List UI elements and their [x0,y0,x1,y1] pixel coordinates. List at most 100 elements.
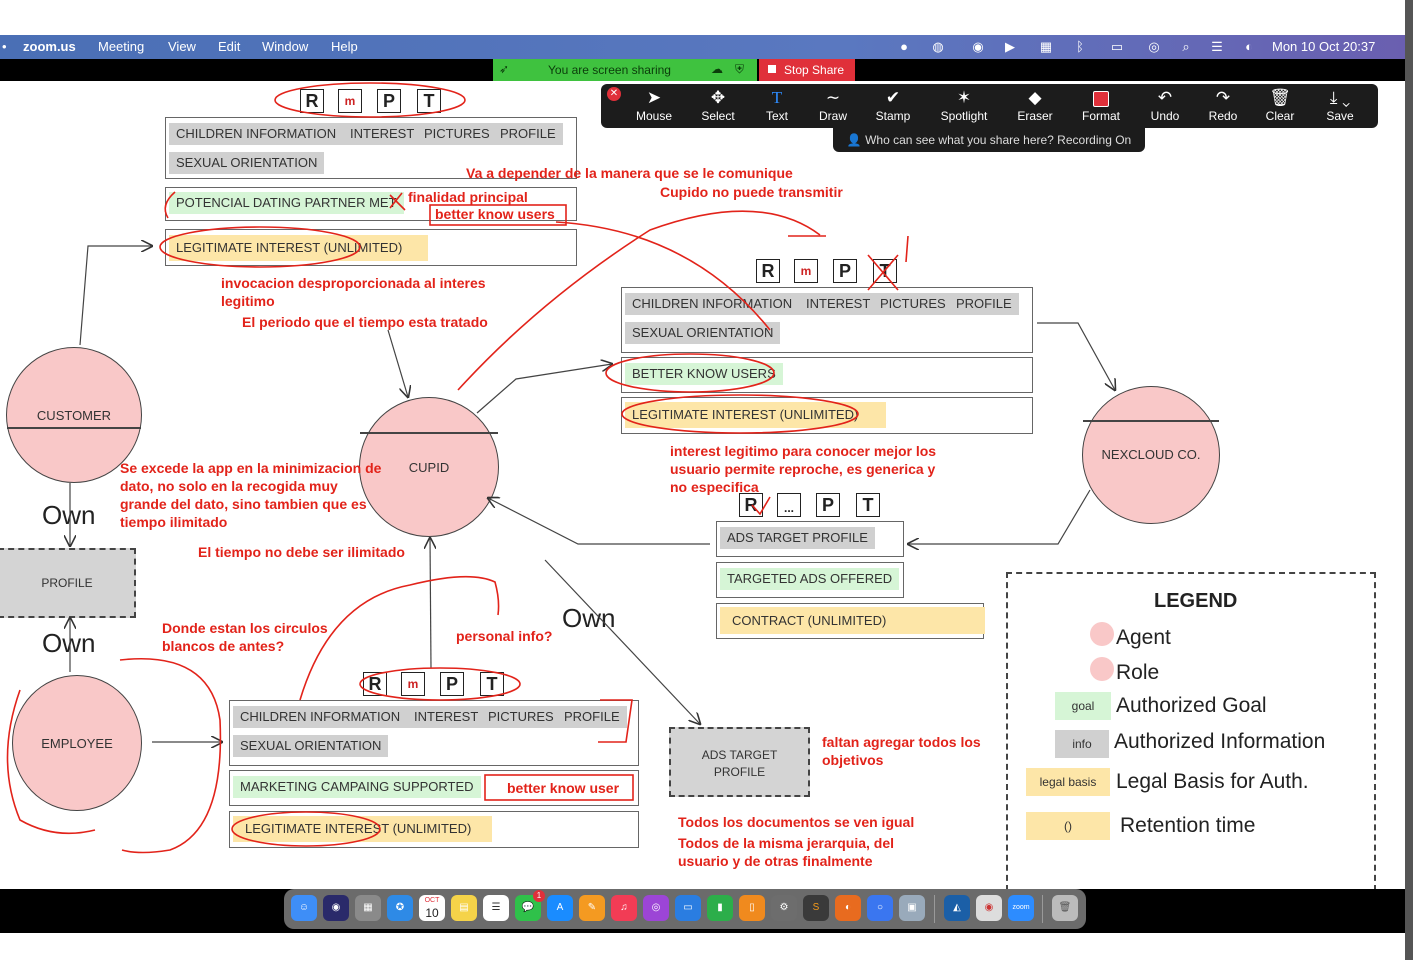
control-center-icon[interactable]: ☰ [1211,39,1223,54]
chrome-icon[interactable]: ◉ [976,895,1002,921]
music-icon[interactable]: ♫ [611,895,637,921]
search-icon[interactable]: ⌕ [1182,39,1190,54]
preview-icon[interactable]: ▣ [899,895,925,921]
safari-icon[interactable]: ✪ [387,895,413,921]
dock-divider [934,895,935,923]
r-icon: R [756,259,780,283]
apple-menu-fragment[interactable]: • [2,39,7,54]
draw-icon: ∼ [825,88,841,107]
clock[interactable]: Mon 10 Oct 20:37 [1272,39,1376,54]
share-leaf-icon: ➶ [499,62,510,76]
recording-notice[interactable]: 👤 Who can see what you share here? Recor… [833,128,1145,152]
goal-chip: POTENCIAL DATING PARTNER MET [169,192,404,214]
settings-icon[interactable]: ⚙ [771,895,797,921]
firefox-icon[interactable]: ◐ [835,895,861,921]
bluetooth-icon[interactable]: ᛒ [1076,39,1084,54]
books-icon[interactable]: ▯ [739,895,765,921]
sublime-icon[interactable]: S [803,895,829,921]
info-chip: ADS TARGET PROFILE [720,527,875,549]
info-chip: CHILDREN INFORMATION [169,123,344,145]
tool-redo[interactable]: ↷Redo [1194,84,1252,128]
ads-goal-box: TARGETED ADS OFFERED [716,562,904,598]
pages-icon[interactable]: ✎ [579,895,605,921]
annotation-text: grande del dato, sino tambien que es [120,496,367,512]
annotation-text: interest legitimo para conocer mejor los [670,443,937,459]
siri-icon[interactable]: ◉ [323,895,349,921]
user-lock-icon: 👤 [846,133,862,147]
annotation-text: El tiempo no debe ser ilimitado [198,544,405,560]
user-icon[interactable]: ◎ [1148,39,1160,54]
tool-mouse[interactable]: ➤Mouse [625,84,683,128]
menu-meeting[interactable]: Meeting [98,39,145,54]
tool-eraser[interactable]: ◆Eraser [1006,84,1064,128]
window-edge [1405,0,1413,960]
reminders-icon[interactable]: ☰ [483,895,509,921]
legend-basis: Legal Basis for Auth. [1116,770,1309,793]
launchpad-icon[interactable]: ▦ [355,895,381,921]
podcasts-icon[interactable]: ◎ [643,895,669,921]
creative-cloud-icon[interactable]: ◍ [932,39,944,54]
browser-status-icon[interactable]: ◉ [972,39,984,54]
numbers-icon[interactable]: ▮ [707,895,733,921]
tool-clear[interactable]: 🗑Clear [1251,84,1309,128]
legal-basis-chip: LEGITIMATE INTEREST (UNLIMITED) [625,402,886,428]
menu-help[interactable]: Help [331,39,358,54]
flag-icon[interactable]: ▦ [1039,39,1053,54]
right-goal-box: BETTER KNOW USERS [621,357,1033,393]
siri-icon[interactable]: ◐ [1245,39,1253,54]
app-menu-zoom[interactable]: zoom.us [23,39,76,54]
close-icon[interactable]: ✕ [607,87,621,101]
menu-bar: • zoom.us Meeting View Edit Window Help … [0,35,1405,59]
menu-window[interactable]: Window [262,39,309,54]
tool-select[interactable]: ✥Select [689,84,747,128]
trash-icon: 🗑 [1269,88,1291,107]
annotation-text: Va a depender de la manera que se le com… [466,165,793,181]
legend-retention: Retention time [1120,814,1256,837]
info-chip: CHILDREN INFORMATION [625,293,800,315]
calendar-day: 10 [425,906,439,920]
messages-icon[interactable]: 💬1 [515,890,545,921]
finder-icon[interactable]: ☺ [291,895,317,921]
notes-icon[interactable]: ▤ [451,895,477,921]
rights-icon-row: R m P T [363,672,504,698]
role-swatch [1090,657,1114,681]
annotation-text: invocacion desproporcionada al interes [221,275,486,291]
ads-basis-box: CONTRACT (UNLIMITED) [716,603,985,639]
menu-view[interactable]: View [168,39,196,54]
keynote-icon[interactable]: ▭ [675,895,701,921]
stop-share-button[interactable]: Stop Share [759,59,855,81]
browser-icon[interactable]: ◭ [944,895,970,921]
legend-role: Role [1116,661,1160,684]
tool-format[interactable]: Format [1072,84,1130,128]
p-icon: P [816,493,840,517]
tool-save[interactable]: ⤓ ⌄Save [1311,84,1369,128]
menu-edit[interactable]: Edit [218,39,241,54]
tool-label: Select [701,109,735,123]
cursor-icon: ➤ [646,88,662,107]
ads-target-profile-box: ADS TARGET PROFILE [669,727,810,797]
annotation-text: Se excede la app en la minimizacion de [120,460,382,476]
tool-draw[interactable]: ∼Draw [804,84,862,128]
battery-icon[interactable]: ▭ [1110,39,1124,54]
info-chip: PROFILE [949,293,1019,315]
play-icon[interactable]: ▶ [1005,39,1015,54]
trash-icon[interactable]: 🗑 [1052,895,1078,921]
annotation-text: no especifica [670,479,759,495]
goal-chip: BETTER KNOW USERS [625,363,783,385]
app-store-icon[interactable]: A [547,895,573,921]
top-info-box: CHILDREN INFORMATION INTEREST PICTURES P… [165,117,577,179]
tool-label: Save [1326,109,1354,123]
checkmark-icon: ✔ [885,88,901,107]
signal-icon[interactable]: ○ [867,895,893,921]
tool-stamp[interactable]: ✔Stamp [864,84,922,128]
tool-label: Text [765,109,788,123]
retention-swatch: () [1026,812,1110,840]
zoom-status-icon[interactable]: ● [900,39,908,54]
zoom-icon[interactable]: zoom [1008,895,1034,921]
legend-goal: Authorized Goal [1116,694,1267,717]
tool-undo[interactable]: ↶Undo [1136,84,1194,128]
tool-spotlight[interactable]: ✶Spotlight [935,84,993,128]
